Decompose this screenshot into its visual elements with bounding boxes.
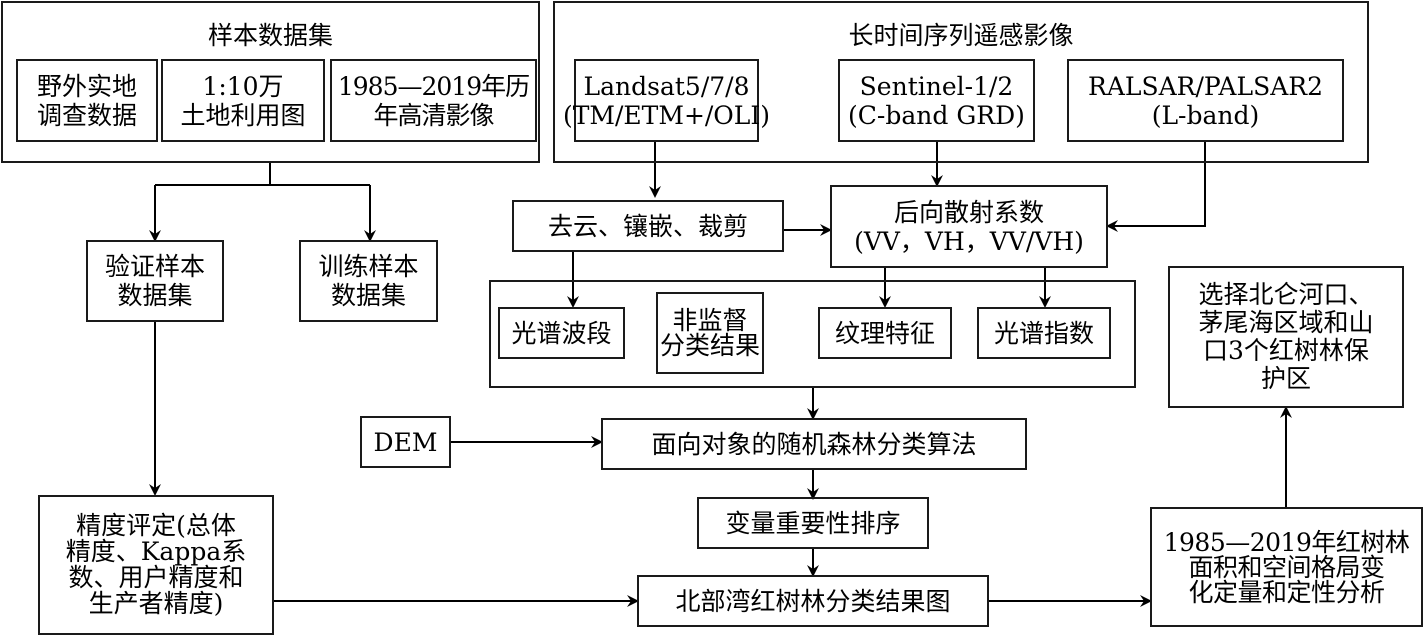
training-samples-label: 训练样本 数据集 xyxy=(318,252,419,310)
classification-map-box: 北部湾红树林分类结果图 xyxy=(637,575,989,627)
hd-imagery-label: 1985—2019年历 年高清影像 xyxy=(337,71,530,130)
texture-features-label: 纹理特征 xyxy=(834,318,935,348)
land-use-map-box: 1:10万 土地利用图 xyxy=(161,59,325,142)
sentinel-box: Sentinel-1/2 (C-band GRD) xyxy=(838,59,1035,142)
land-use-map-label: 1:10万 土地利用图 xyxy=(180,71,306,130)
sample-dataset-title: 样本数据集 xyxy=(207,21,333,50)
unsupervised-classification-label: 非监督 分类结果 xyxy=(659,306,760,360)
dem-box: DEM xyxy=(360,416,451,468)
classification-map-label: 北部湾红树林分类结果图 xyxy=(675,586,951,616)
spectral-index-label: 光谱指数 xyxy=(993,318,1094,348)
sample-dataset-group xyxy=(1,1,540,163)
change-analysis-label: 1985—2019年红树林 面积和空间格局变 化定量和定性分析 xyxy=(1163,527,1410,607)
spectral-bands-box: 光谱波段 xyxy=(498,307,625,359)
texture-features-box: 纹理特征 xyxy=(818,307,952,359)
variable-importance-box: 变量重要性排序 xyxy=(697,497,929,549)
accuracy-assessment-label: 精度评定(总体 精度、Kappa系 数、用户精度和 生产者精度) xyxy=(65,511,247,618)
preprocess-label: 去云、镶嵌、裁剪 xyxy=(547,211,748,241)
backscatter-label: 后向散射系数 (VV，VH，VV/VH) xyxy=(854,197,1084,256)
validation-samples-box: 验证样本 数据集 xyxy=(86,240,224,322)
remote-sensing-title: 长时间序列遥感影像 xyxy=(848,21,1074,50)
preprocess-box: 去云、镶嵌、裁剪 xyxy=(512,200,784,252)
backscatter-box: 后向散射系数 (VV，VH，VV/VH) xyxy=(830,185,1108,268)
spectral-index-box: 光谱指数 xyxy=(977,307,1111,359)
reserve-selection-label: 选择北仑河口、 茅尾海区域和山 口3个红树林保 护区 xyxy=(1198,280,1374,393)
validation-samples-label: 验证样本 数据集 xyxy=(104,252,205,310)
sentinel-label: Sentinel-1/2 (C-band GRD) xyxy=(848,71,1025,130)
field-survey-data-box: 野外实地 调查数据 xyxy=(16,59,158,142)
landsat-box: Landsat5/7/8 (TM/ETM+/OLI) xyxy=(563,59,770,142)
accuracy-assessment-box: 精度评定(总体 精度、Kappa系 数、用户精度和 生产者精度) xyxy=(38,495,274,635)
variable-importance-label: 变量重要性排序 xyxy=(725,508,901,538)
palsar-label: RALSAR/PALSAR2 (L-band) xyxy=(1088,71,1323,130)
dem-label: DEM xyxy=(373,427,438,457)
arrow-palsar-to-backscatter xyxy=(1106,141,1206,232)
reserve-selection-box: 选择北仑河口、 茅尾海区域和山 口3个红树林保 护区 xyxy=(1168,266,1404,408)
remote-sensing-group xyxy=(553,1,1369,163)
rf-algorithm-box: 面向对象的随机森林分类算法 xyxy=(601,418,1027,470)
change-analysis-box: 1985—2019年红树林 面积和空间格局变 化定量和定性分析 xyxy=(1150,507,1423,627)
unsupervised-classification-box: 非监督 分类结果 xyxy=(656,292,764,374)
palsar-box: RALSAR/PALSAR2 (L-band) xyxy=(1067,59,1344,142)
spectral-bands-label: 光谱波段 xyxy=(511,318,612,348)
rf-algorithm-label: 面向对象的随机森林分类算法 xyxy=(651,429,977,459)
features-group xyxy=(489,280,1136,388)
field-survey-data-label: 野外实地 调查数据 xyxy=(36,71,137,130)
training-samples-box: 训练样本 数据集 xyxy=(299,240,438,322)
hd-imagery-box: 1985—2019年历 年高清影像 xyxy=(330,59,537,142)
landsat-label: Landsat5/7/8 (TM/ETM+/OLI) xyxy=(562,71,771,130)
